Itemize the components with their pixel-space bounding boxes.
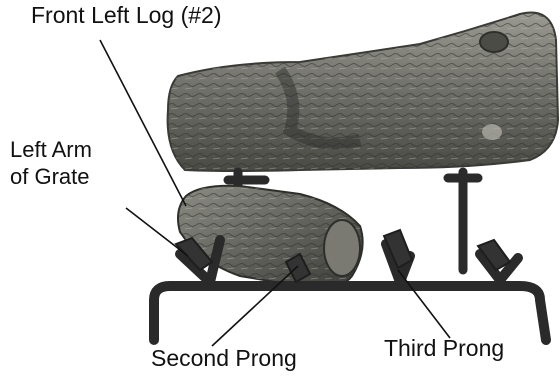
third-prong-text: Third Prong [384,335,504,362]
third-prong-label: Third Prong [384,335,504,362]
second-prong-label: Second Prong [151,345,297,372]
left-arm-of-grate-label: Left Arm of Grate [10,136,92,190]
front-left-log-text: Front Left Log (#2) [31,2,222,29]
front-left-log-label: Front Left Log (#2) [31,2,222,29]
left-arm-line1: Left Arm [10,136,92,163]
leader-third-prong [398,270,450,338]
left-arm-line2: of Grate [10,163,92,190]
rear-log [168,12,558,171]
second-prong-text: Second Prong [151,345,297,372]
